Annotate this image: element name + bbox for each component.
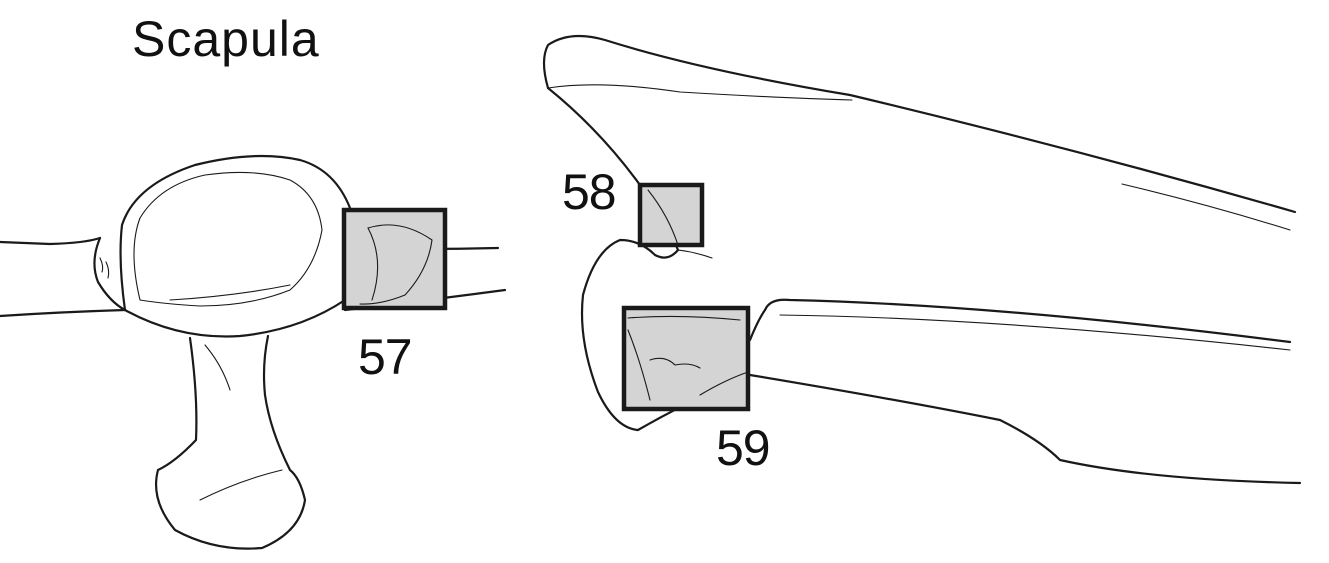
region-59-line-a xyxy=(627,315,741,321)
region-box-57 xyxy=(341,207,448,311)
glenoid-lateral-outline xyxy=(580,238,680,432)
region-59-line-b xyxy=(649,357,701,369)
spine-upper-edge xyxy=(542,34,1297,214)
spine-crest-upper xyxy=(763,298,1292,344)
spine-root xyxy=(748,308,767,342)
region-label-57: 57 xyxy=(358,329,413,385)
region-box-58 xyxy=(637,182,705,248)
diagram-title: Scapula xyxy=(132,11,320,67)
region-label-58: 58 xyxy=(562,164,617,220)
process-outline xyxy=(154,334,307,550)
process-ridge xyxy=(204,344,231,391)
left-scapula-view xyxy=(0,154,507,550)
region-59-line-c xyxy=(627,329,651,401)
region-58-contour xyxy=(647,189,679,246)
left-body-upper-edge xyxy=(0,236,102,246)
glenoid-rim-line xyxy=(169,284,291,301)
region-label-59: 59 xyxy=(716,420,771,476)
spine-ridge-line xyxy=(1121,183,1291,231)
process-tip-line xyxy=(199,469,283,501)
region-57-ridge xyxy=(367,227,379,301)
glenoid-outline xyxy=(119,154,352,338)
spine-inner-line xyxy=(547,84,853,101)
neck-ridge xyxy=(93,236,127,312)
region-59-line-d xyxy=(699,371,749,396)
right-scapula-view xyxy=(542,34,1302,485)
neck-fine-line xyxy=(677,249,713,259)
left-body-lower-edge xyxy=(0,308,127,318)
neck-detail xyxy=(99,257,110,279)
glenoid-fossa xyxy=(133,171,323,307)
spine-crest-lower xyxy=(779,314,1291,351)
region-box-59 xyxy=(621,305,751,412)
region-57-contour xyxy=(359,224,433,305)
